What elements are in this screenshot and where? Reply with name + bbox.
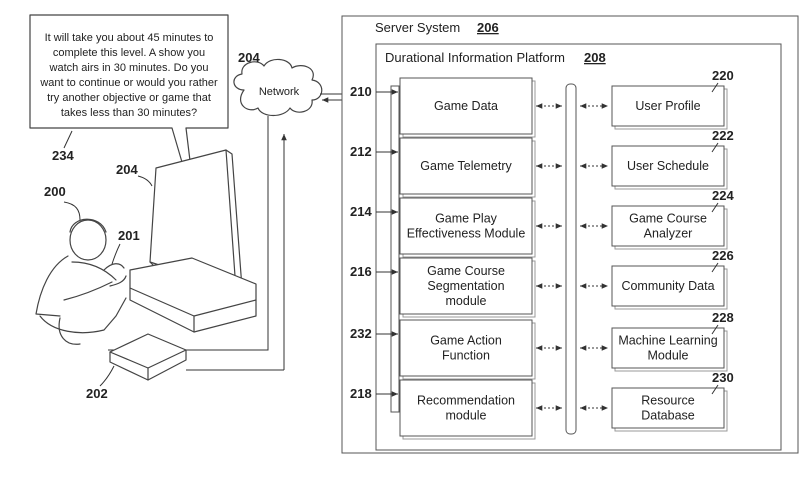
module-label: Recommendation: [417, 394, 515, 408]
left-module: Game Telemetry 212: [350, 137, 562, 198]
module-box: [399, 137, 533, 195]
module-box: [399, 379, 533, 437]
module-ref-label: 212: [350, 144, 372, 159]
display-device: [129, 149, 257, 333]
module-label: Effectiveness Module: [407, 227, 526, 241]
display-ref-label: 204: [116, 162, 138, 177]
server-system-ref: 206: [477, 20, 499, 35]
right-module: User Profile 220: [580, 68, 734, 130]
module-label: Segmentation: [427, 279, 504, 293]
speech-bubble-line: try another objective or game that: [47, 92, 211, 104]
speech-bubble: It will take you about 45 minutes to comp…: [29, 14, 229, 211]
module-label: Game Action: [430, 334, 502, 348]
module-box: [611, 205, 725, 247]
speech-bubble-line: watch airs in 30 minutes. Do you: [49, 62, 209, 74]
module-ref-label: 218: [350, 386, 372, 401]
module-label: Community Data: [621, 279, 714, 293]
module-ref-label: 214: [350, 204, 372, 219]
module-ref-label: 228: [712, 310, 734, 325]
speech-bubble-line: takes less than 30 minutes?: [61, 107, 197, 119]
module-label: Game Telemetry: [420, 159, 512, 173]
module-box: [611, 85, 725, 127]
console-ref-label: 202: [86, 386, 108, 401]
server-system-label: Server System: [375, 20, 460, 35]
module-ref-label: 222: [712, 128, 734, 143]
module-label: Game Play: [435, 212, 498, 226]
network-cloud: Network: [233, 58, 323, 117]
right-module: Community Data 226: [580, 248, 734, 310]
network-ref-label: 204: [238, 50, 260, 65]
platform-ref: 208: [584, 50, 606, 65]
module-ref-label: 226: [712, 248, 734, 263]
module-label: Analyzer: [644, 227, 693, 241]
module-ref-label: 210: [350, 84, 372, 99]
module-label: Resource: [641, 394, 695, 408]
module-ref-label: 232: [350, 326, 372, 341]
module-label: Function: [442, 349, 490, 363]
user-figure: [35, 218, 127, 345]
module-label: Game Course: [629, 212, 707, 226]
speech-bubble-line: want to continue or would you rather: [39, 77, 218, 89]
speech-bubble-line: complete this level. A show you: [53, 47, 205, 59]
module-box: [611, 145, 725, 187]
module-label: Module: [648, 349, 689, 363]
module-box: [611, 387, 725, 429]
bubble-ref-label: 234: [52, 148, 74, 163]
game-console: [109, 333, 187, 381]
module-ref-label: 230: [712, 370, 734, 385]
platform-label: Durational Information Platform: [385, 50, 565, 65]
module-label: User Profile: [635, 99, 700, 113]
module-label: Machine Learning: [618, 334, 717, 348]
speech-bubble-text: It will take you about 45 minutes to comp…: [39, 32, 218, 119]
module-label: module: [446, 294, 487, 308]
module-label: Database: [641, 409, 695, 423]
user-ref-label: 200: [44, 184, 66, 199]
module-box: [399, 319, 533, 377]
module-label: User Schedule: [627, 159, 709, 173]
module-box: [399, 257, 533, 315]
module-label: module: [446, 409, 487, 423]
module-box: [611, 327, 725, 369]
module-ref-label: 216: [350, 264, 372, 279]
module-box: [399, 77, 533, 135]
module-ref-label: 220: [712, 68, 734, 83]
network-label: Network: [259, 86, 300, 98]
module-box: [611, 265, 725, 307]
central-bus: [565, 83, 577, 435]
left-module: Game Data 210: [350, 77, 562, 138]
controller-ref-label: 201: [118, 228, 140, 243]
module-label: Game Course: [427, 264, 505, 278]
left-rail: [390, 85, 400, 413]
module-label: Game Data: [434, 99, 498, 113]
speech-bubble-line: It will take you about 45 minutes to: [45, 32, 214, 44]
module-ref-label: 224: [712, 188, 734, 203]
module-box: [399, 197, 533, 255]
right-module: User Schedule 222: [580, 128, 734, 190]
